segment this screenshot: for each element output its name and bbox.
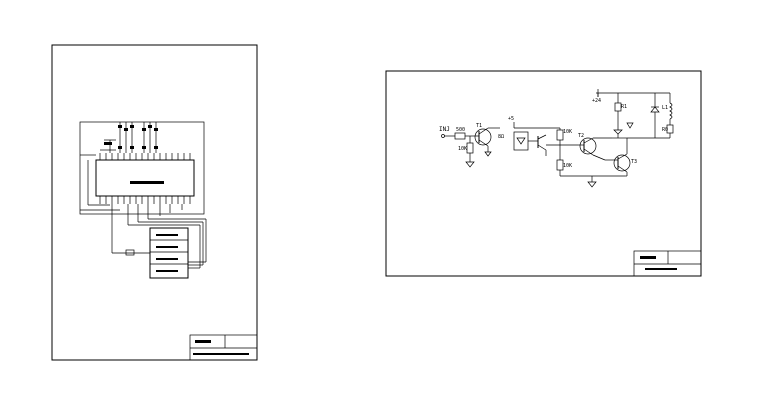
left-sheet: [51, 44, 258, 361]
microcontroller-chip: [95, 159, 195, 197]
inductor-label: L1: [662, 105, 668, 111]
mid-network: 10K 10K: [546, 128, 625, 188]
left-title-block: [189, 334, 258, 361]
transistor-t2: T2: [578, 133, 612, 161]
small-resistor-label: R1: [621, 104, 627, 110]
driver-module: [149, 227, 189, 279]
input-resistor-label: 500: [456, 127, 465, 133]
transistor-t1: T1: [474, 123, 492, 157]
mid-bottom-resistor-label: 10K: [563, 163, 572, 169]
output-stage: +24 R1 L1 R0: [592, 89, 674, 154]
t2-label: T2: [578, 133, 584, 139]
optocoupler: [513, 131, 529, 151]
ground-symbol-2: [587, 181, 597, 188]
transistor-t3: T3: [605, 153, 637, 177]
right-sheet-border: [385, 70, 702, 277]
output-resistor-label: R0: [662, 127, 668, 133]
left-sheet-border: [51, 44, 258, 361]
input-stage: INJ 500 10K: [439, 126, 476, 168]
supply-24-label: +24: [592, 98, 601, 104]
t3-label: T3: [631, 159, 637, 165]
right-title-block: [633, 250, 702, 277]
opto-label: 8Ω: [498, 134, 504, 140]
t1-label: T1: [476, 123, 482, 129]
supply-5-label: +5: [508, 116, 514, 122]
inductor-coil: [669, 102, 673, 120]
pulldown-resistor: [466, 142, 474, 154]
right-sheet: INJ 500 10K T1 +5: [385, 70, 702, 277]
mid-top-resistor-label: 10K: [563, 129, 572, 135]
ground-symbol-1: [465, 161, 475, 168]
input-resistor: [454, 132, 466, 140]
left-schematic: [79, 121, 207, 279]
connector-block: [125, 249, 135, 256]
input-label: INJ: [439, 126, 450, 133]
pulldown-resistor-label: 10K: [458, 146, 467, 152]
opto-stage: +5 8Ω: [488, 116, 560, 156]
